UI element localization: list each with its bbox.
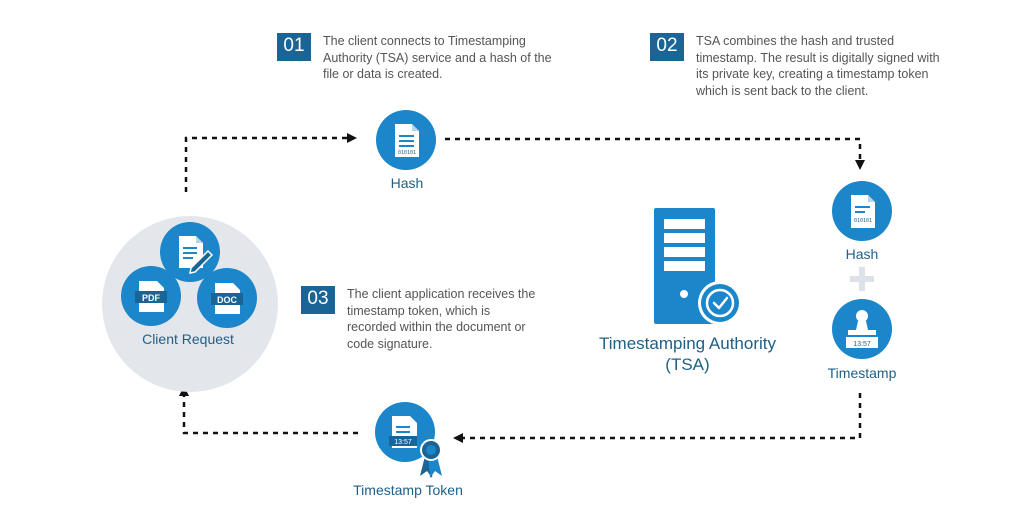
clock-icon <box>698 281 742 325</box>
step-03-number: 03 <box>301 286 335 314</box>
step-03-text: The client application receives the time… <box>347 287 536 351</box>
stamp-time: 13:57 <box>853 341 871 348</box>
tsa-label-line2: (TSA) <box>665 355 710 374</box>
timestamp-node: 13:57 Timestamp <box>828 299 897 381</box>
tsa-label: Timestamping Authority (TSA) <box>585 333 790 375</box>
hash-document-icon: 010101 <box>832 181 892 241</box>
hash-top-node: 010101 Hash <box>376 110 436 191</box>
hash-right-label: Hash <box>846 246 879 262</box>
stamp-icon: 13:57 <box>832 299 892 359</box>
token-time: 13:57 <box>394 439 412 446</box>
arrow-client-to-hash <box>184 133 357 192</box>
step-02-number: 02 <box>650 33 684 61</box>
step-01: 01 The client connects to Timestamping A… <box>277 33 577 83</box>
arrow-hash-to-tsa <box>445 137 865 170</box>
hash-top-label: Hash <box>391 175 424 191</box>
plus-icon <box>850 267 874 291</box>
arrow-token-to-client <box>179 386 358 435</box>
step-01-number: 01 <box>277 33 311 61</box>
certificate-ribbon-icon: 13:57 <box>375 402 442 478</box>
step-02: 02 TSA combines the hash and trusted tim… <box>650 33 970 99</box>
hash-right-node: 010101 Hash <box>832 181 892 262</box>
client-request-label: Client Request <box>142 331 234 347</box>
timestamp-label: Timestamp <box>828 365 897 381</box>
edit-document-icon <box>160 222 220 282</box>
doc-label: DOC <box>217 295 238 305</box>
step-03: 03 The client application receives the t… <box>301 286 561 352</box>
hash-document-icon: 010101 <box>376 110 436 170</box>
arrow-timestamp-to-token <box>453 393 862 443</box>
hash-digits: 010101 <box>854 218 872 224</box>
hash-digits: 010101 <box>398 150 416 156</box>
step-01-text: The client connects to Timestamping Auth… <box>323 34 552 81</box>
connectors <box>179 133 865 443</box>
tsa-server-node <box>654 208 742 325</box>
pdf-label: PDF <box>142 293 161 303</box>
tsa-label-line1: Timestamping Authority <box>599 334 776 353</box>
doc-file-icon: DOC <box>197 268 257 328</box>
step-02-text: TSA combines the hash and trusted timest… <box>696 34 940 98</box>
pdf-file-icon: PDF <box>121 266 181 326</box>
timestamp-token-node: 13:57 Timestamp Token <box>353 402 463 498</box>
timestamp-token-label: Timestamp Token <box>353 482 463 498</box>
client-request-node: PDF DOC Client Request <box>102 216 278 392</box>
